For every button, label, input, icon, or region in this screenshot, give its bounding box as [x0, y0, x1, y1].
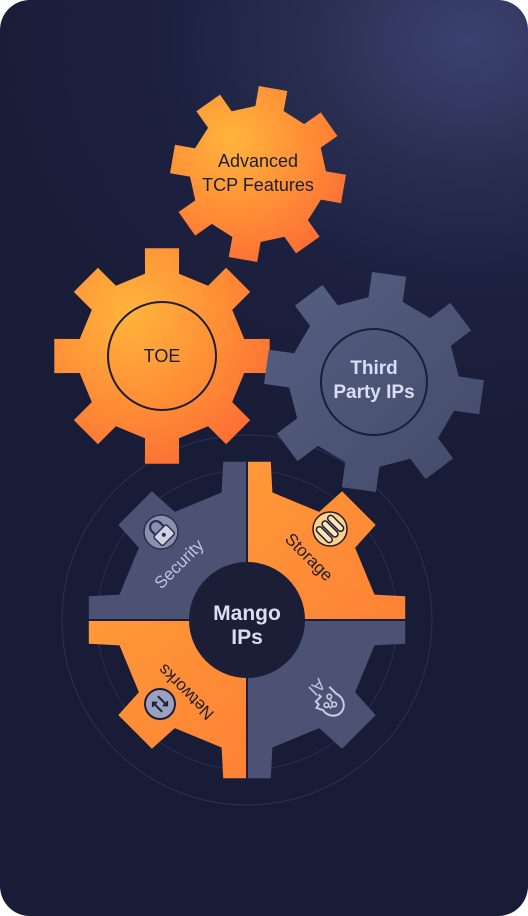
ai-head-icon — [314, 686, 345, 717]
mango-label-line2: IPs — [231, 626, 263, 649]
third-party-gear: Third Party IPs — [264, 272, 484, 492]
mango-gear: Mango IPs Security Storage Networks AI — [87, 460, 407, 780]
advanced-tcp-label-line2: TCP Features — [202, 175, 314, 195]
toe-gear: TOE — [54, 248, 270, 464]
toe-inner-ring — [107, 301, 217, 411]
database-icon — [312, 511, 348, 547]
mango-label-line1: Mango — [213, 602, 281, 625]
third-party-inner-ring — [320, 328, 428, 436]
third-party-label-line1: Third — [350, 358, 398, 379]
mango-center-hub — [189, 562, 305, 678]
advanced-tcp-label-line1: Advanced — [218, 151, 298, 171]
lock-icon — [143, 514, 179, 550]
orbit-ring-outer — [61, 434, 433, 806]
network-arrows-icon — [144, 688, 176, 720]
advanced-tcp-gear: Advanced TCP Features — [170, 86, 346, 262]
third-party-label-line2: Party IPs — [333, 382, 414, 403]
toe-label: TOE — [144, 346, 181, 366]
